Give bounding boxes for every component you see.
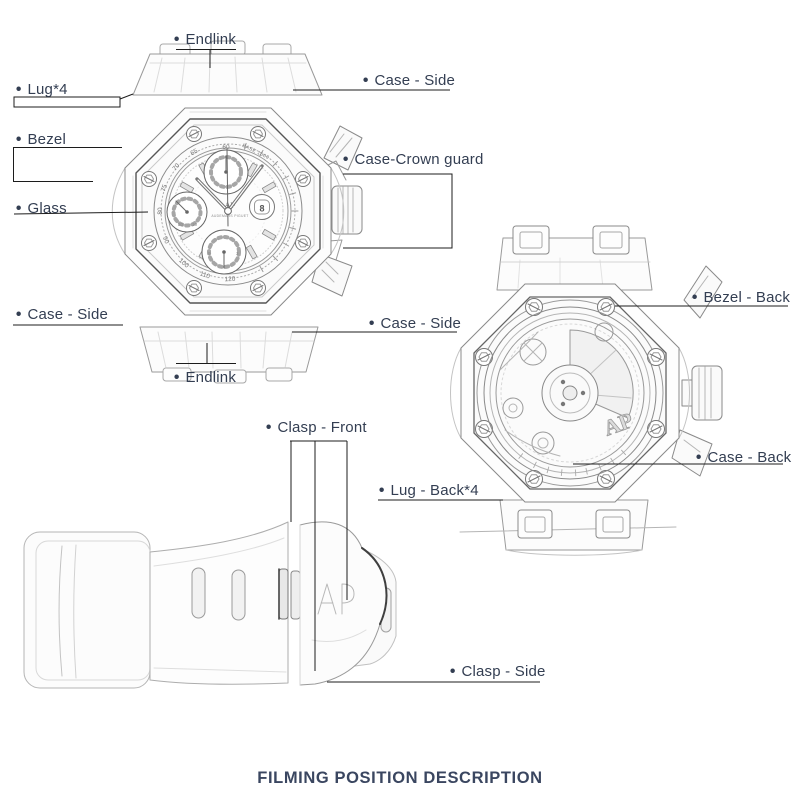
- label-text: Clasp - Side: [461, 663, 546, 680]
- bullet-icon: •: [378, 481, 385, 500]
- leader-case-crown-guard: [343, 173, 453, 249]
- label-text: Case - Back: [707, 449, 792, 466]
- front-brand-name: AUDEMARS PIGUET: [211, 214, 248, 218]
- label-text: Endlink: [185, 31, 237, 48]
- leader-bezel: [13, 147, 122, 182]
- back-bottom-strap: [459, 499, 677, 556]
- clasp-embossed-logo: [317, 583, 355, 615]
- bullet-icon: •: [265, 418, 272, 437]
- tachy-120: 120: [224, 276, 236, 284]
- label-endlink-top: • Endlink: [173, 30, 237, 49]
- subdial9-10: 10: [192, 222, 198, 227]
- front-dial: 20 10 9 3 8 AP AUDEMARS PIGUET: [166, 148, 289, 275]
- leader-lug: [13, 93, 134, 108]
- leader-clasp-front: [290, 440, 348, 671]
- bullet-icon: •: [15, 130, 22, 149]
- back-gears: [499, 322, 614, 457]
- bullet-icon: •: [173, 30, 180, 49]
- tachy-110: 110: [199, 270, 211, 280]
- label-glass: • Glass: [15, 199, 67, 218]
- label-case-crown-guard: • Case-Crown guard: [342, 150, 484, 169]
- bullet-icon: •: [173, 368, 180, 387]
- label-text: Bezel: [27, 131, 66, 148]
- back-movement: AP: [483, 306, 657, 480]
- label-case-side-left: • Case - Side: [15, 305, 109, 324]
- clasp-sketch: [23, 521, 397, 689]
- label-text: Lug - Back*4: [390, 482, 479, 499]
- subdial6-9: 9: [208, 251, 211, 256]
- label-lug-back: • Lug - Back*4: [378, 481, 479, 500]
- label-case-side-top-right: • Case - Side: [362, 71, 456, 90]
- clasp-middle-strap: [149, 521, 289, 685]
- leader-glass: [13, 211, 149, 215]
- front-hands: [195, 148, 264, 227]
- label-text: Case - Side: [374, 72, 456, 89]
- clasp-hinge: [278, 568, 301, 620]
- watch-front-sketch: 60 65 70 75 80 90 100 110 120 BASE 1000: [111, 40, 363, 384]
- back-top-strap: [496, 225, 653, 291]
- tachy-70: 70: [171, 162, 181, 172]
- watch-back-sketch: AP: [450, 225, 723, 556]
- label-text: Bezel - Back: [703, 289, 791, 306]
- label-endlink-bottom: • Endlink: [173, 368, 237, 387]
- label-case-back: • Case - Back: [695, 448, 792, 467]
- back-bezel-screws: [475, 298, 665, 488]
- tachy-65: 65: [189, 147, 199, 157]
- front-subdial-12: [203, 149, 249, 195]
- bullet-icon: •: [15, 305, 22, 324]
- date-numeral: 8: [259, 204, 264, 214]
- label-text: Clasp - Front: [277, 419, 367, 436]
- front-crown-pushers: [311, 125, 363, 297]
- bullet-icon: •: [368, 314, 375, 333]
- label-bezel: • Bezel: [15, 130, 66, 149]
- bullet-icon: •: [15, 80, 22, 99]
- label-text: Lug*4: [27, 81, 68, 98]
- bullet-icon: •: [449, 662, 456, 681]
- label-clasp-front: • Clasp - Front: [265, 418, 367, 437]
- page-title: FILMING POSITION DESCRIPTION: [257, 769, 543, 787]
- clasp-left-strap: [23, 531, 151, 689]
- leader-endlink-top: [176, 49, 236, 68]
- tachy-60: 60: [222, 144, 230, 151]
- label-text: Case - Side: [27, 306, 109, 323]
- tachy-90: 90: [161, 235, 171, 245]
- subdial6-3: 3: [236, 251, 239, 256]
- tachy-80: 80: [157, 207, 164, 215]
- subdial9-20: 20: [178, 222, 184, 227]
- front-subdial-9: 20 10: [166, 191, 208, 233]
- label-text: Case - Side: [380, 315, 462, 332]
- label-text: Endlink: [185, 369, 237, 386]
- bullet-icon: •: [15, 199, 22, 218]
- clasp-cover: [299, 521, 388, 686]
- label-lug: • Lug*4: [15, 80, 68, 99]
- label-bezel-back: • Bezel - Back: [691, 288, 791, 307]
- front-tachymeter-ring: 60 65 70 75 80 90 100 110 120 BASE 1000: [153, 136, 303, 286]
- bullet-icon: •: [342, 150, 349, 169]
- back-center-wheel: [541, 364, 599, 422]
- leader-endlink-bottom: [176, 343, 236, 364]
- front-bottom-strap: [139, 326, 319, 384]
- leader-lines: [13, 49, 788, 683]
- bullet-icon: •: [695, 448, 702, 467]
- label-clasp-side: • Clasp - Side: [449, 662, 546, 681]
- label-text: Glass: [27, 200, 67, 217]
- tachy-75: 75: [160, 183, 169, 193]
- label-text: Case-Crown guard: [354, 151, 484, 168]
- label-case-side-right: • Case - Side: [368, 314, 462, 333]
- front-date-window: 8: [249, 194, 275, 220]
- bullet-icon: •: [362, 71, 369, 90]
- front-top-strap: [132, 40, 323, 96]
- bullet-icon: •: [691, 288, 698, 307]
- front-bezel-screws: [141, 126, 311, 296]
- front-subdial-6: 9 3: [201, 229, 247, 275]
